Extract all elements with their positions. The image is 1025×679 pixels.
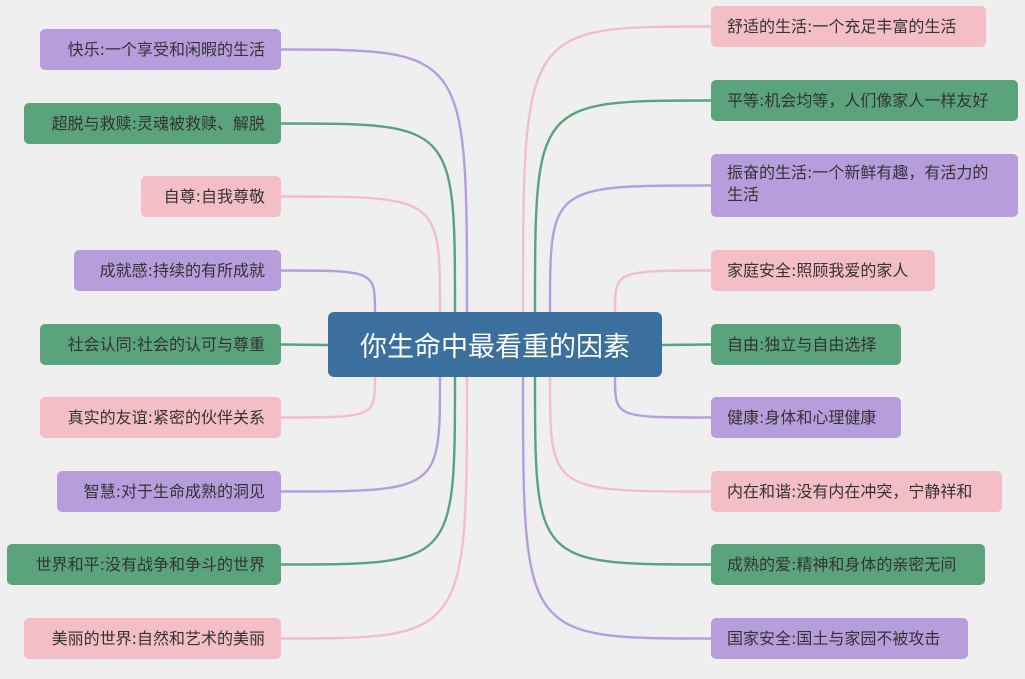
- left-branch-connector-2: [280, 122, 457, 313]
- right-branch-connector-6: [613, 376, 712, 419]
- right-branch-connector-9: [521, 376, 712, 640]
- right-branch-connector-5: [661, 343, 712, 347]
- right-branch-node-4[interactable]: 家庭安全:照顾我爱的家人: [711, 250, 935, 291]
- left-branch-node-3[interactable]: 自尊:自我尊敬: [141, 176, 281, 217]
- left-branch-connector-9: [280, 376, 469, 640]
- left-branch-connector-1: [280, 48, 469, 313]
- right-branch-node-8[interactable]: 成熟的爱:精神和身体的亲密无间: [711, 544, 985, 585]
- right-branch-node-3[interactable]: 振奋的生活:一个新鲜有趣，有活力的生活: [711, 154, 1018, 217]
- right-branch-connector-7: [548, 376, 712, 493]
- left-branch-connector-6: [280, 376, 377, 419]
- left-branch-connector-5: [280, 343, 329, 347]
- left-branch-node-9[interactable]: 美丽的世界:自然和艺术的美丽: [24, 618, 281, 659]
- left-branch-connector-3: [280, 195, 442, 313]
- right-branch-node-9[interactable]: 国家安全:国土与家园不被攻击: [711, 618, 968, 659]
- right-branch-connector-8: [533, 376, 712, 566]
- central-topic[interactable]: 你生命中最看重的因素: [328, 312, 662, 377]
- right-branch-connector-1: [521, 25, 712, 313]
- right-branch-node-2[interactable]: 平等:机会均等，人们像家人一样友好: [711, 80, 1018, 121]
- left-branch-node-6[interactable]: 真实的友谊:紧密的伙伴关系: [40, 397, 281, 438]
- left-branch-connector-8: [280, 376, 457, 566]
- left-branch-node-8[interactable]: 世界和平:没有战争和争斗的世界: [7, 544, 281, 585]
- left-branch-connector-7: [280, 376, 442, 493]
- right-branch-node-6[interactable]: 健康:身体和心理健康: [711, 397, 901, 438]
- right-branch-node-7[interactable]: 内在和谐:没有内在冲突，宁静祥和: [711, 471, 1002, 512]
- left-branch-node-2[interactable]: 超脱与救赎:灵魂被救赎、解脱: [24, 103, 281, 144]
- right-branch-connector-4: [613, 269, 712, 313]
- right-branch-node-5[interactable]: 自由:独立与自由选择: [711, 324, 901, 365]
- left-branch-node-1[interactable]: 快乐:一个享受和闲暇的生活: [40, 29, 281, 70]
- right-branch-connector-2: [533, 99, 712, 313]
- left-branch-node-4[interactable]: 成就感:持续的有所成就: [74, 250, 281, 291]
- left-branch-node-7[interactable]: 智慧:对于生命成熟的洞见: [57, 471, 281, 512]
- right-branch-node-1[interactable]: 舒适的生活:一个充足丰富的生活: [711, 6, 986, 47]
- left-branch-connector-4: [280, 269, 377, 313]
- right-branch-connector-3: [548, 184, 712, 313]
- left-branch-node-5[interactable]: 社会认同:社会的认可与尊重: [40, 324, 281, 365]
